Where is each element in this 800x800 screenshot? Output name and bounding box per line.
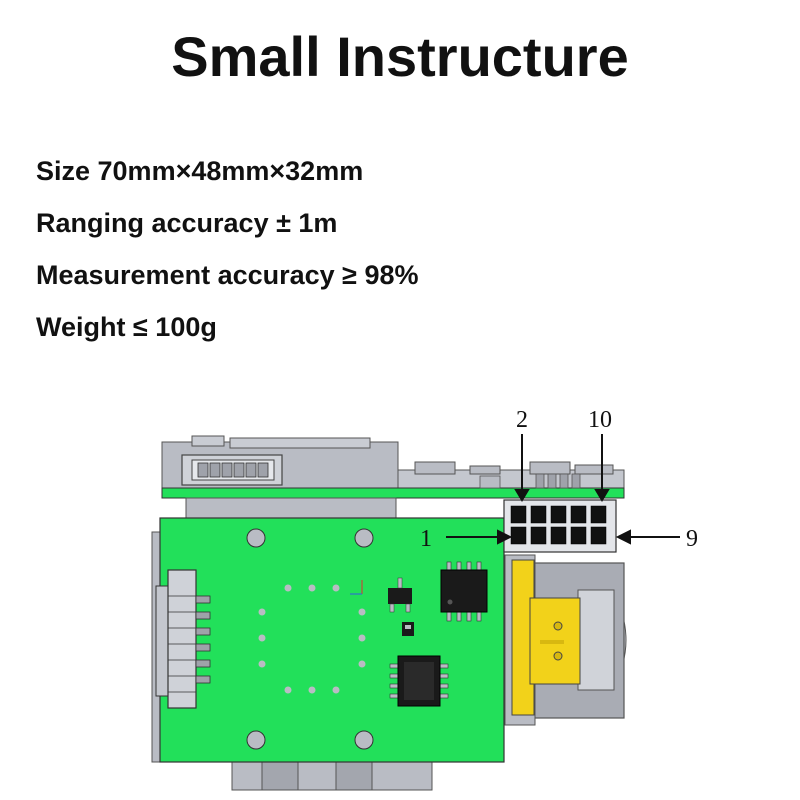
ic-chip-lower bbox=[389, 655, 449, 707]
top-pcb-strip bbox=[161, 487, 625, 499]
yellow-bracket bbox=[511, 559, 581, 716]
spec-weight: Weight ≤ 100g bbox=[36, 312, 217, 342]
side-connector bbox=[155, 569, 211, 709]
pin-1-label: 1 bbox=[420, 526, 432, 552]
pin-header bbox=[503, 499, 617, 553]
spec-size: Size 70mm×48mm×32mm bbox=[36, 156, 364, 186]
strip-details bbox=[479, 473, 581, 489]
ic-chip-upper bbox=[440, 561, 488, 622]
pin-9-arrowhead bbox=[615, 529, 631, 545]
pin-9-label: 9 bbox=[686, 526, 698, 552]
spec-measurement-accuracy: Measurement accuracy ≥ 98% bbox=[36, 260, 419, 290]
top-connector bbox=[181, 454, 283, 486]
transistor bbox=[388, 577, 412, 613]
page-title: Small Instructure bbox=[171, 25, 629, 88]
main-pcb bbox=[159, 517, 505, 763]
pin-2-arrowhead bbox=[514, 489, 530, 502]
pin-1-arrowhead bbox=[497, 529, 513, 545]
pin-10-label: 10 bbox=[588, 407, 612, 433]
pin-10-arrowhead bbox=[594, 489, 610, 502]
pin-2-label: 2 bbox=[516, 407, 528, 433]
small-component bbox=[402, 622, 414, 636]
spec-ranging-accuracy: Ranging accuracy ± 1m bbox=[36, 208, 338, 238]
